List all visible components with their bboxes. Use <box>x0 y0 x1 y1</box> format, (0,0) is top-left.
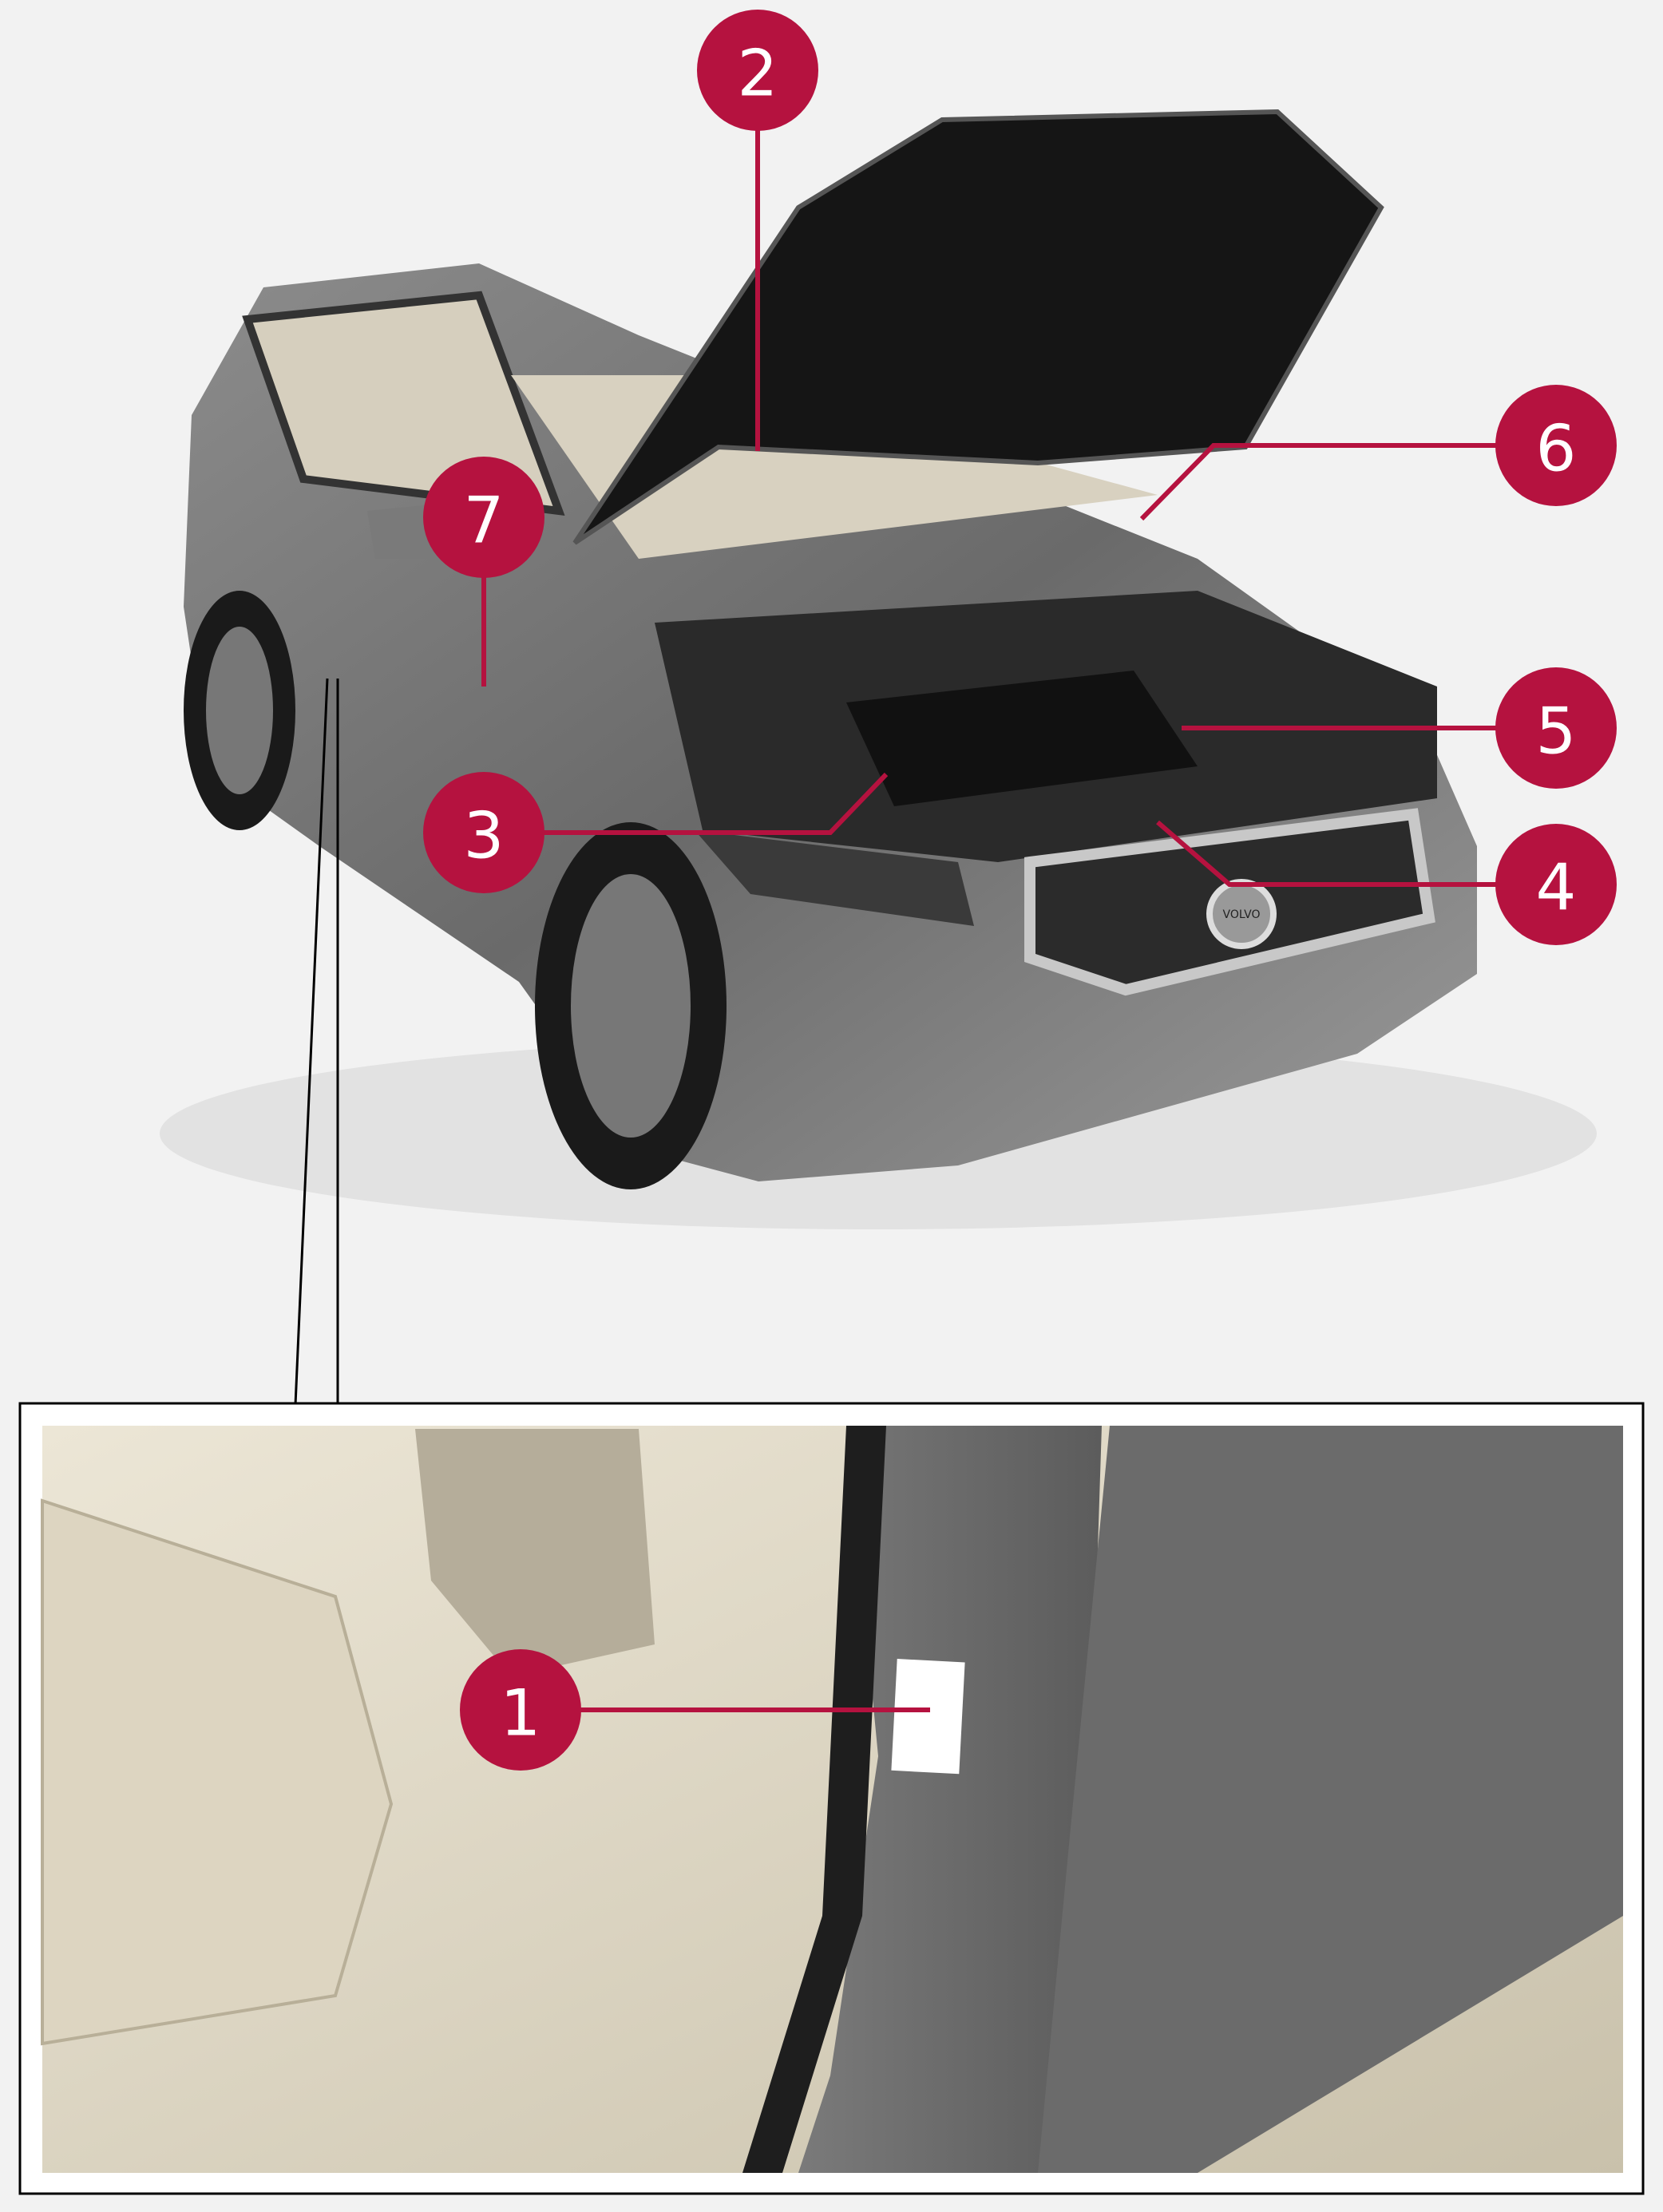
callout-leader-lines <box>481 112 1497 1712</box>
callout-6: 6 <box>1495 385 1617 506</box>
callout-5: 5 <box>1495 667 1617 789</box>
front-rim <box>571 874 691 1138</box>
volvo-badge-text: VOLVO <box>1223 908 1261 921</box>
rear-rim <box>206 627 273 794</box>
rear-seat <box>41 1498 394 2046</box>
inset-pointer-lines <box>294 678 339 1406</box>
svg-text:4: 4 <box>1536 851 1577 925</box>
callout-2: 2 <box>697 10 818 131</box>
svg-text:3: 3 <box>464 799 505 873</box>
seat-mesh <box>415 1429 655 1676</box>
callout-1: 1 <box>460 1649 581 1771</box>
svg-text:1: 1 <box>501 1676 541 1751</box>
open-hood <box>572 109 1384 545</box>
svg-text:6: 6 <box>1536 412 1577 486</box>
engine-cover <box>846 671 1198 806</box>
vin-label <box>891 1659 965 1775</box>
callout-7: 7 <box>423 457 544 578</box>
svg-text:2: 2 <box>738 37 778 111</box>
callout-4: 4 <box>1495 824 1617 945</box>
inset-door-pillar <box>18 1402 1645 2195</box>
rear-door <box>1038 1426 1623 2173</box>
svg-text:7: 7 <box>464 484 505 558</box>
door-seal <box>742 1426 886 2173</box>
callout-3: 3 <box>423 772 544 893</box>
svg-text:5: 5 <box>1536 694 1577 769</box>
car-illustration: VOLVO <box>160 109 1597 1229</box>
headlight <box>695 830 974 926</box>
